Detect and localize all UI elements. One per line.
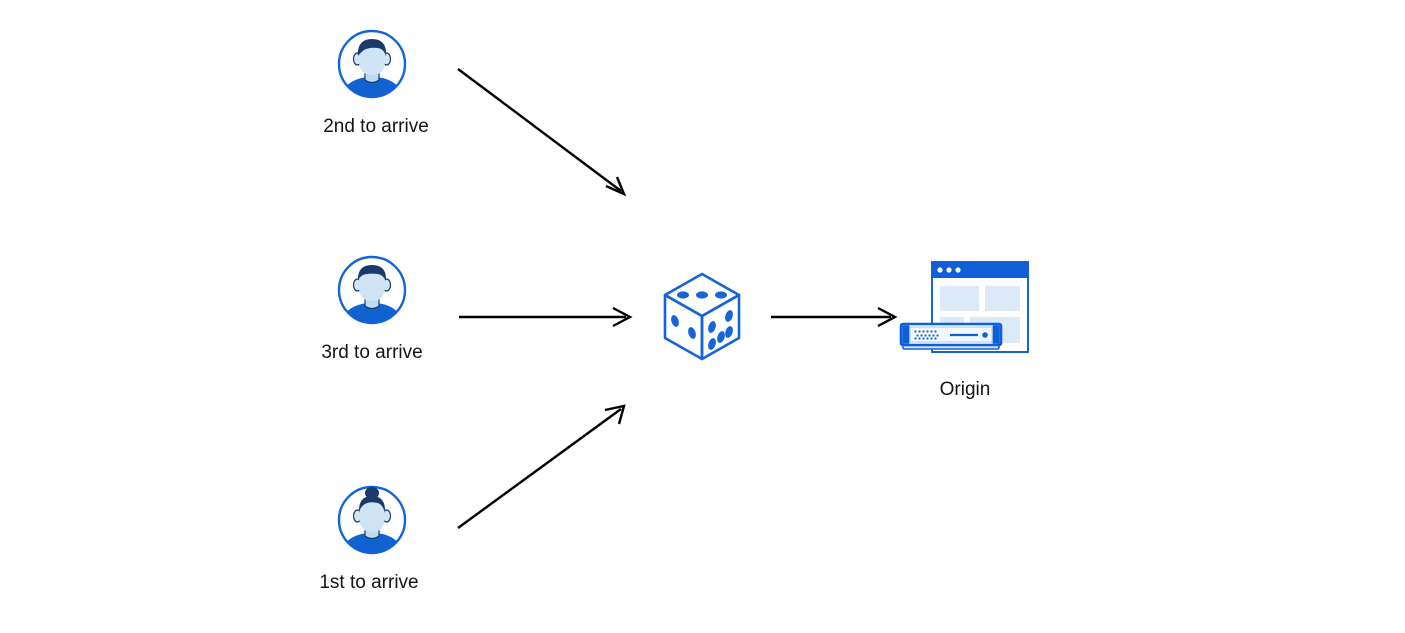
arrow-client-middle-to-dice — [459, 306, 633, 328]
origin-server-icon — [896, 258, 1036, 368]
client-label-middle: 3rd to arrive — [321, 342, 423, 363]
client-label-bottom: 1st to arrive — [319, 572, 419, 593]
origin-label: Origin — [939, 379, 991, 400]
user-avatar-icon — [336, 254, 408, 326]
server-device-icon — [899, 322, 1003, 350]
client-label-top: 2nd to arrive — [323, 116, 429, 137]
user-avatar-icon — [336, 28, 408, 100]
arrow-client-bottom-to-dice — [457, 404, 626, 529]
dice-icon — [661, 271, 743, 363]
arrow-dice-to-origin — [771, 306, 898, 328]
user-avatar-icon — [336, 484, 408, 556]
